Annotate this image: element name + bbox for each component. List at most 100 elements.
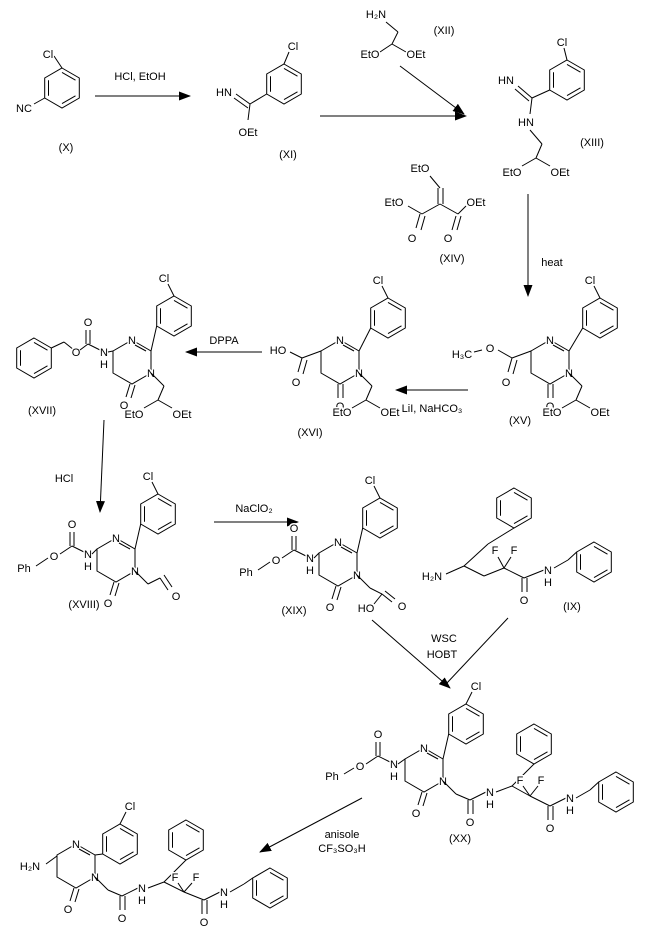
compound-label-xi: (XI): [279, 149, 297, 161]
atom-o: O: [118, 913, 127, 925]
atom-cl: Cl: [471, 681, 481, 693]
atom-cl: Cl: [585, 275, 595, 287]
benzene-ring: [582, 297, 618, 339]
arrow-xx-to-final: anisole CF₃SO₃H: [259, 797, 367, 857]
atom-n: N: [353, 570, 361, 582]
reagent-hobt: HOBT: [427, 649, 458, 661]
atom-h3c: H₃C: [452, 349, 472, 361]
atom-n: N: [439, 776, 447, 788]
compound-label-xix: (XIX): [281, 605, 306, 617]
atom-o: O: [546, 823, 555, 835]
atom-h: H: [566, 805, 574, 817]
atom-f: F: [517, 775, 524, 787]
atom-o: O: [72, 347, 81, 359]
atom-o: O: [104, 598, 113, 610]
atom-eto: EtO: [503, 167, 522, 179]
benzene-ring: [598, 771, 634, 813]
atom-n: N: [306, 553, 314, 565]
benzene-ring: [576, 541, 612, 583]
atom-n: N: [112, 533, 120, 545]
compound-label-xvii: (XVII): [28, 405, 56, 417]
atom-hn: HN: [518, 117, 534, 129]
atom-cl: Cl: [373, 275, 383, 287]
compound-ix: H₂N F F O N H (IX): [420, 487, 612, 615]
arrow-xii-join: [399, 65, 465, 115]
atom-eto: EtO: [411, 163, 430, 175]
atom-f: F: [193, 872, 200, 884]
atom-n: N: [91, 872, 99, 884]
atom-oet: OEt: [239, 127, 258, 139]
compound-xii: H₂N EtO OEt (XII): [359, 8, 456, 63]
benzene-ring: [140, 493, 176, 535]
atom-eto: EtO: [543, 407, 562, 419]
atom-o: O: [466, 817, 475, 829]
reagent-dppa: DPPA: [209, 335, 239, 347]
atom-o: O: [502, 377, 511, 389]
benzene-ring: [549, 59, 585, 101]
compound-x: Cl NC (X): [15, 48, 80, 156]
compound-xv: N N Cl O O O H₃C EtO OEt (XV): [450, 274, 618, 429]
atom-o: O: [50, 551, 59, 563]
atom-oet: OEt: [173, 409, 192, 421]
atom-ho: HO: [270, 345, 287, 357]
atom-o: O: [398, 601, 407, 613]
atom-ph: Ph: [239, 567, 252, 579]
compound-label-xviii: (XVIII): [68, 599, 99, 611]
benzene-ring: [44, 67, 80, 109]
atom-n: N: [128, 335, 136, 347]
atom-h2n: H₂N: [422, 571, 442, 583]
atom-o: O: [272, 555, 281, 567]
benzene-ring: [362, 497, 398, 539]
reagent-hcl-etoh: HCl, EtOH: [114, 71, 165, 83]
arrow-xv-to-xvi: LiI, NaHCO₃: [395, 385, 468, 417]
compound-xi: Cl HN OEt (XI): [215, 40, 302, 163]
atom-eto: EtO: [333, 407, 352, 419]
benzene-ring: [370, 297, 406, 339]
atom-n: N: [544, 565, 552, 577]
arrow-wsc-hobt: WSC HOBT: [371, 617, 509, 689]
reagent-anisole: anisole: [325, 829, 360, 841]
atom-o: O: [68, 519, 77, 531]
atom-n: N: [390, 759, 398, 771]
atom-n: N: [355, 368, 363, 380]
atom-cl: Cl: [557, 37, 567, 49]
compound-label-xiii: (XIII): [580, 137, 604, 149]
compound-final: H₂N N N Cl O O N H F F O N H: [18, 800, 288, 931]
atom-h: H: [306, 565, 314, 577]
atom-oet: OEt: [407, 49, 426, 61]
atom-o: O: [486, 343, 495, 355]
arrow-xvii-to-xviii: HCl: [53, 419, 105, 513]
compound-label-xv: (XV): [509, 415, 531, 427]
atom-o: O: [546, 401, 555, 413]
atom-o: O: [292, 377, 301, 389]
atom-cl: Cl: [43, 49, 53, 61]
atom-o: O: [356, 761, 365, 773]
atom-h: H: [544, 577, 552, 589]
atom-f: F: [538, 775, 545, 787]
atom-h: H: [220, 899, 228, 911]
atom-h: H: [84, 561, 92, 573]
reagent-naclo2: NaClO₂: [235, 503, 272, 515]
atom-h: H: [138, 895, 146, 907]
atom-n: N: [100, 347, 108, 359]
benzene-ring: [102, 823, 138, 865]
atom-h: H: [100, 359, 108, 371]
atom-ho: HO: [358, 603, 375, 615]
atom-hn: HN: [216, 87, 232, 99]
compound-xiii: Cl HN HN EtO OEt (XIII): [497, 36, 606, 181]
compound-xiv: EtO O EtO OEt O (XIV): [383, 162, 487, 267]
atom-h2n: H₂N: [20, 861, 40, 873]
atom-o: O: [412, 808, 421, 820]
atom-f: F: [492, 545, 499, 557]
atom-h: H: [390, 771, 398, 783]
compound-xvii: O O N H N N Cl O EtO OEt (XVII): [16, 272, 193, 423]
compound-xx: Ph O O N H N N Cl O O N H F: [324, 680, 634, 847]
arrow-xvi-to-xvii: DPPA: [185, 334, 262, 357]
atom-cl: Cl: [159, 273, 169, 285]
atom-o: O: [200, 917, 209, 929]
atom-o: O: [408, 233, 417, 245]
atom-o: O: [336, 401, 345, 413]
atom-f: F: [511, 545, 518, 557]
atom-n: N: [131, 566, 139, 578]
